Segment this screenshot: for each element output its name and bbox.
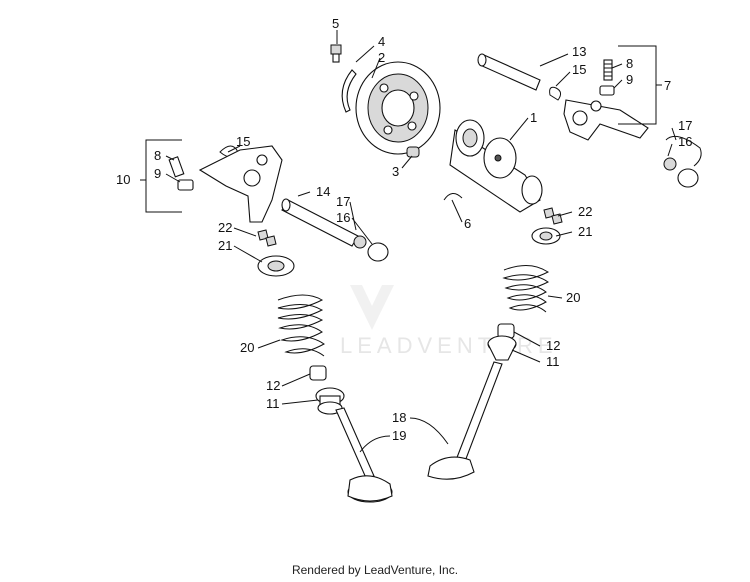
callout-13: 13 [572, 44, 586, 59]
watermark-logo [350, 285, 394, 330]
gear-bolt [330, 44, 342, 63]
camshaft [449, 119, 543, 213]
watermark: LEADVENTURE [340, 333, 558, 358]
left-valve-seal [309, 365, 327, 381]
right-cap-oring [663, 135, 702, 188]
right-valve [427, 361, 503, 480]
right-adjust-screw [599, 59, 615, 96]
callout-20-right: 20 [566, 290, 580, 305]
right-valve-keepers [543, 207, 563, 225]
callout-4: 4 [378, 34, 385, 49]
callout-9: 9 [626, 72, 633, 87]
callout-1: 1 [530, 110, 537, 125]
cam-sprocket [355, 61, 441, 155]
callout-12-left: 12 [266, 378, 280, 393]
footer-credit: Rendered by LeadVenture, Inc. [291, 563, 459, 577]
left-valve-keepers [257, 229, 277, 247]
leader-lines [165, 30, 677, 453]
right-spring-retainer [531, 227, 561, 245]
left-adjust-screw [168, 156, 194, 191]
right-rocker-shaft [477, 53, 541, 91]
callout-6: 6 [464, 216, 471, 231]
callout-21-left: 21 [218, 238, 232, 253]
callout-21-right: 21 [578, 224, 592, 239]
callout-19: 19 [392, 428, 406, 443]
callout-14: 14 [316, 184, 330, 199]
left-cap-oring [353, 235, 389, 262]
right-valve-spring [502, 265, 549, 313]
callout-15: 15 [572, 62, 586, 77]
left-valve [335, 407, 393, 503]
callout-12-right: 12 [546, 338, 560, 353]
callout-22-left: 22 [218, 220, 232, 235]
left-bracket [140, 139, 182, 213]
callout-15-left: 15 [236, 134, 250, 149]
dowel-pin [406, 146, 420, 158]
circlip [443, 193, 463, 201]
callout-16-left: 16 [336, 210, 350, 225]
callout-17-left: 17 [336, 194, 350, 209]
right-o-ring [549, 86, 562, 101]
callout-2: 2 [378, 50, 385, 65]
left-spring-seat [315, 387, 345, 415]
left-valve-spring [277, 294, 325, 357]
left-spring-retainer [257, 255, 295, 277]
callout-16: 16 [678, 134, 692, 149]
right-spring-seat [487, 335, 517, 361]
callout-8-left: 8 [154, 148, 161, 163]
callout-5: 5 [332, 16, 339, 31]
callout-22-right: 22 [578, 204, 592, 219]
callout-17: 17 [678, 118, 692, 133]
right-bracket [618, 45, 662, 125]
callout-10: 10 [116, 172, 130, 187]
left-rocker-arm [198, 145, 283, 223]
callout-11-right: 11 [546, 354, 560, 369]
callout-7: 7 [664, 78, 671, 93]
callout-8: 8 [626, 56, 633, 71]
left-rocker-shaft [281, 198, 359, 247]
callout-20-left: 20 [240, 340, 254, 355]
callout-11-left: 11 [266, 396, 280, 411]
lock-plate [341, 69, 357, 113]
callout-18: 18 [392, 410, 406, 425]
callout-labels: 5 4 2 3 1 6 13 15 8 9 7 17 16 15 8 9 10 … [116, 16, 692, 443]
callout-9-left: 9 [154, 166, 161, 181]
callout-3: 3 [392, 164, 399, 179]
right-rocker-arm [563, 99, 649, 141]
